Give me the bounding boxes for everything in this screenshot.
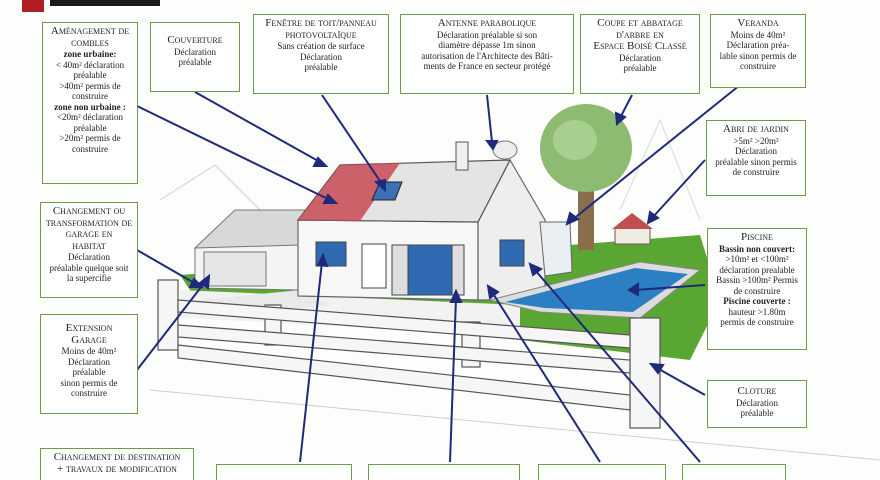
box-line: préalable <box>623 63 657 73</box>
box-line: Piscine couverte : <box>723 296 791 306</box>
box-title: Antenne parabolique <box>437 17 537 29</box>
box-line: Déclaration <box>300 51 342 62</box>
box-line: préalable sinon permis <box>715 156 797 167</box>
box-line: de construire <box>733 285 781 296</box>
box-title: d'arbre en <box>616 28 664 41</box>
box-line: >5m² >20m² <box>733 135 779 146</box>
box-line: Déclaration <box>68 252 110 262</box>
box-title: + travaux de modification <box>57 462 177 475</box>
box-line: >40m² permis de <box>59 80 121 91</box>
box-line: Déclaration préalable si son <box>436 29 538 40</box>
box-line: Bassin non couvert: <box>718 243 795 254</box>
box-abri-jardin: Abri de jardin >5m² >20m² Déclaration pr… <box>706 120 806 196</box>
box-line: Déclaration <box>736 397 778 408</box>
box-line: >20m² permis de <box>59 133 121 143</box>
box-couverture: Couverture Déclaration préalable <box>150 22 240 92</box>
box-line: diamètre dépasse 1m sinon <box>438 40 536 50</box>
box-line: sinon permis de <box>60 377 118 388</box>
box-title: Couverture <box>167 34 223 46</box>
box-line: préalable quelque soit <box>49 262 129 273</box>
box-line: Sans création de surface <box>277 41 365 51</box>
box-cloture: Cloture Déclaration préalable <box>707 380 807 428</box>
box-line: construire <box>740 61 776 71</box>
box-line: Bassin >100m² Permis <box>716 275 798 285</box>
side-window <box>499 239 525 267</box>
box-title: combles <box>71 36 109 49</box>
box-title: habitat <box>72 239 106 252</box>
box-line: <20m² déclaration <box>56 112 123 122</box>
tree-trunk <box>578 180 594 250</box>
box-title: Extension <box>65 322 113 334</box>
box-line: Déclaration <box>174 46 216 57</box>
header-accent-dark <box>50 0 160 6</box>
box-piscine: Piscine Bassin non couvert: >10m² et <10… <box>707 228 807 350</box>
box-line: Déclaration <box>619 52 661 63</box>
box-line: Moins de 40m² <box>61 346 117 356</box>
box-title: photovoltaïque <box>285 28 357 41</box>
callout-arrows <box>136 84 741 463</box>
box-line: préalable <box>73 70 107 80</box>
box-title: Aménagement de <box>50 25 130 37</box>
box-line: Déclaration <box>68 356 110 367</box>
box-title: Garage <box>71 333 107 346</box>
box-line: < 40m² déclaration <box>55 59 125 70</box>
box-changement-destination: Changement de destination + travaux de m… <box>40 448 194 480</box>
box-title: Changement de destination <box>53 451 181 463</box>
box-title: Fenêtre de toit/panneau <box>265 17 377 29</box>
box-line: préalable <box>178 57 212 67</box>
box-line: construire <box>72 91 108 101</box>
box-veranda: Veranda Moins de 40m² Déclaration préa- … <box>710 14 806 88</box>
box-fenetre-toit: Fenêtre de toit/panneau photovoltaïque S… <box>253 14 389 94</box>
box-title: Coupe et abbatage <box>597 17 683 29</box>
box-line: >10m² et <100m² <box>725 254 789 264</box>
box-title: Piscine <box>741 231 773 243</box>
box-bottom-3 <box>538 464 666 480</box>
box-line: Déclaration préa- <box>726 40 790 50</box>
box-antenne: Antenne parabolique Déclaration préalabl… <box>400 14 574 94</box>
roof-red-area <box>298 163 400 221</box>
box-line: construire <box>72 143 108 154</box>
box-line: Moins de 40m² <box>730 29 786 40</box>
box-title: Abri de jardin <box>723 123 789 135</box>
box-line: préalable <box>73 122 107 133</box>
box-line: zone urbaine: <box>63 49 117 59</box>
box-line: ments de France en secteur protégé <box>423 61 551 71</box>
box-line: préalable <box>740 408 774 418</box>
front-door <box>361 243 387 289</box>
box-title: transformation de <box>45 216 133 229</box>
box-title: garage en <box>65 228 113 240</box>
box-line: préalable <box>304 62 338 72</box>
box-line: déclaration prealable <box>719 264 795 275</box>
box-line: Déclaration <box>735 146 777 156</box>
box-amenagement-combles: Aménagement de combles zone urbaine: < 4… <box>42 22 138 184</box>
box-bottom-4 <box>682 464 786 480</box>
box-line: construire <box>71 388 107 398</box>
roof-window <box>371 181 403 201</box>
box-line: autorisation de l'Architecte des Bâti- <box>421 50 553 61</box>
box-line: la supercifie <box>66 273 112 283</box>
box-extension-garage: Extension Garage Moins de 40m² Déclarati… <box>40 314 138 414</box>
header-accent-red <box>22 0 44 12</box>
box-title: Changement ou <box>52 205 126 217</box>
box-line: lable sinon permis de <box>719 50 797 61</box>
veranda <box>539 221 573 277</box>
box-line: hauteur >1.80m <box>728 306 786 317</box>
box-title: Veranda <box>737 17 779 29</box>
box-title: Espace Boisé Classé <box>593 40 687 52</box>
box-bottom-1 <box>216 464 352 480</box>
chimney <box>455 141 469 171</box>
box-line: zone non urbaine : <box>54 101 126 112</box>
box-line: de construire <box>732 167 780 177</box>
box-coupe-arbre: Coupe et abbatage d'arbre en Espace Bois… <box>580 14 700 94</box>
box-line: permis de construire <box>720 317 794 327</box>
box-bottom-2 <box>368 464 520 480</box>
box-line: préalable <box>72 367 106 377</box>
box-title: Cloture <box>737 385 777 397</box>
box-changement-garage: Changement ou transformation de garage e… <box>40 202 138 298</box>
pool <box>505 268 688 312</box>
